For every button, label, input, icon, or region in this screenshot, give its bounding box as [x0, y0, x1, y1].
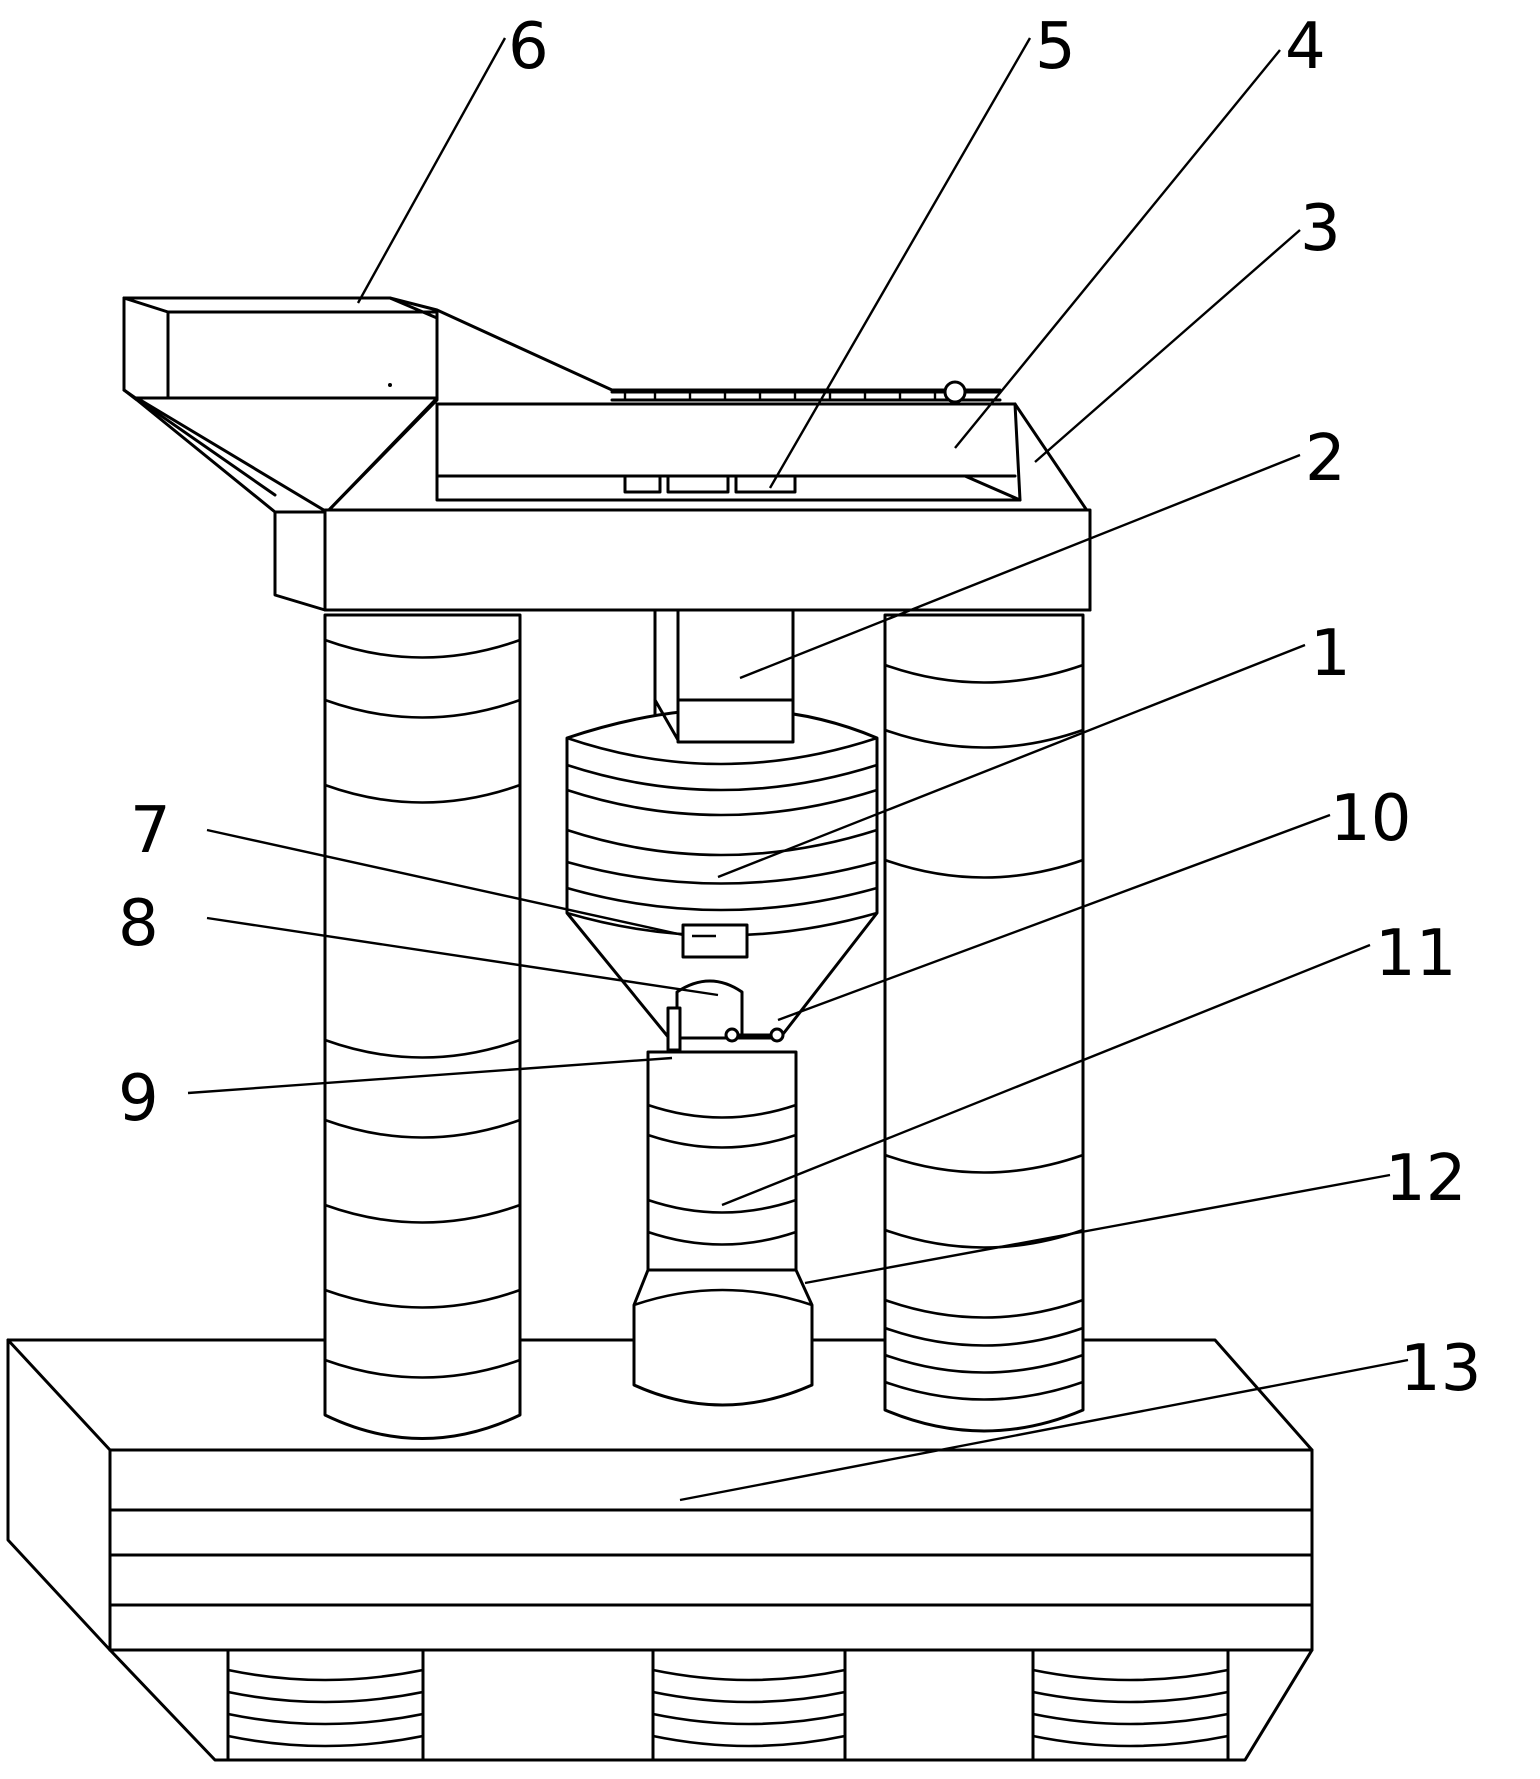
label-9: 9 [118, 1062, 159, 1136]
part-labels: 6 5 4 3 2 1 10 7 8 11 9 12 13 [118, 10, 1481, 1406]
label-2: 2 [1305, 422, 1346, 496]
label-4: 4 [1285, 10, 1326, 84]
label-5: 5 [1035, 10, 1076, 84]
label-3: 3 [1300, 192, 1341, 266]
top-frame [273, 380, 1092, 612]
motor-housing [675, 979, 744, 1040]
label-6: 6 [508, 10, 549, 84]
valve-knob [724, 1027, 785, 1043]
label-8: 8 [118, 887, 159, 961]
label-1: 1 [1310, 617, 1351, 691]
control-box [681, 923, 749, 959]
foot-right [1031, 1648, 1230, 1762]
label-12: 12 [1385, 1142, 1466, 1216]
left-column [323, 613, 522, 1440]
discharge-tube [632, 1050, 814, 1407]
label-11: 11 [1375, 917, 1456, 991]
foot-left [226, 1648, 425, 1762]
right-column [883, 613, 1085, 1433]
feed-hopper [122, 296, 1002, 514]
side-handle [666, 1006, 682, 1052]
label-13: 13 [1400, 1332, 1481, 1406]
leader-lines [187, 37, 1409, 1502]
label-10: 10 [1330, 782, 1411, 856]
label-7: 7 [130, 794, 171, 868]
foot-center [651, 1648, 847, 1762]
grinding-drum [565, 698, 879, 1040]
